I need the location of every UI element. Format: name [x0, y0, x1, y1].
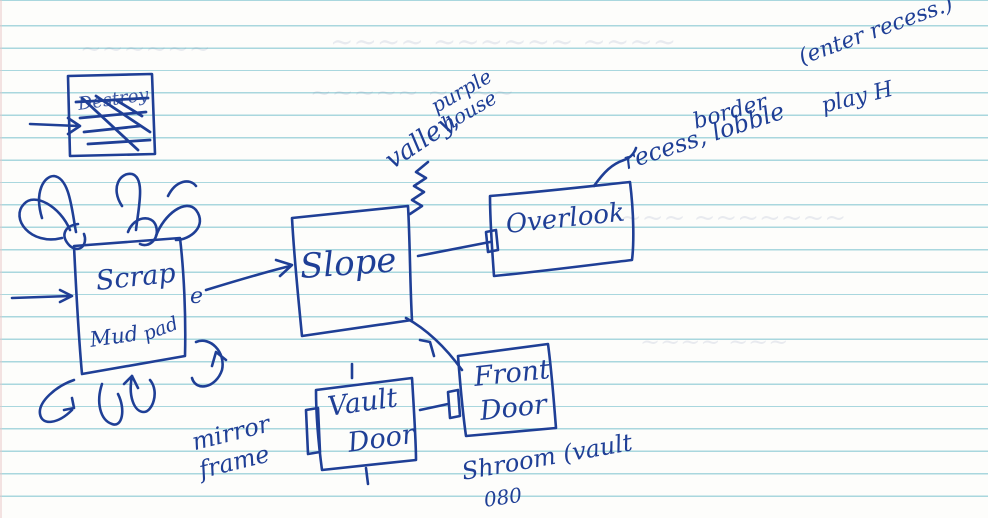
overlook-node — [488, 180, 635, 278]
scrap-label: Scrap — [94, 257, 178, 297]
slope-label: Slope — [298, 240, 398, 287]
front-door-label-line1: Front — [472, 354, 552, 393]
overlook-to-recess-connector — [592, 146, 638, 188]
bleed-through-text: ~~~~~ ~~~~ — [310, 78, 515, 108]
front-door-label-line2: Door — [478, 389, 549, 427]
scrap-exit-label: e — [190, 284, 204, 309]
vault-door-node — [304, 362, 418, 486]
bleed-through-text: ~~~~~~ — [80, 34, 211, 64]
vault-to-front-door-connector — [418, 402, 450, 412]
scrap-to-slope-arrow — [204, 258, 294, 292]
overlook-door-marker — [484, 228, 500, 254]
front-door-node — [456, 342, 558, 438]
destroyed-box — [28, 72, 157, 158]
slope-to-overlook-connector — [416, 240, 492, 258]
bleed-through-text: ~~~ ~~~~~~~ — [620, 203, 847, 233]
scrap-node — [72, 236, 187, 376]
page-margin — [0, 0, 2, 518]
slope-to-valley-connector — [408, 160, 430, 216]
bleed-through-text: ~~~~ ~~~~~~ ~~~~ — [330, 25, 677, 58]
slope-arrowhead — [418, 338, 436, 358]
scrap-loop-arrows — [10, 172, 228, 426]
slope-to-front-door-connector — [404, 316, 464, 372]
code-note: 080 — [482, 482, 524, 512]
front-door-marker — [446, 388, 462, 420]
bleed-through-text: ~~~~ ~~~ — [640, 328, 789, 356]
